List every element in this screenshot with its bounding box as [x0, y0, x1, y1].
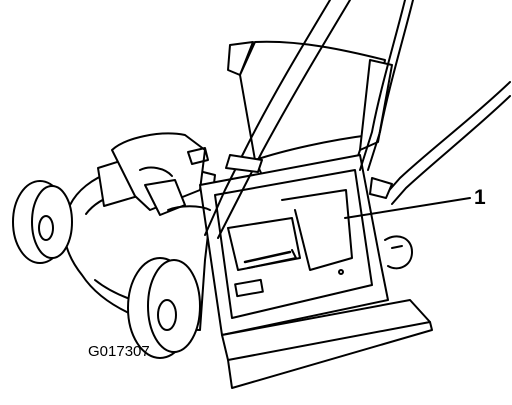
rear-flap	[221, 299, 433, 389]
front-wheel	[127, 257, 201, 359]
figure-id: G017307	[88, 343, 150, 360]
rear-wheel	[12, 180, 73, 264]
handle-left	[167, 0, 351, 239]
rear-housing	[199, 154, 389, 336]
engine	[97, 132, 209, 216]
callout-number: 1	[474, 186, 486, 209]
grass-bag-lid	[227, 40, 393, 176]
callout-leader	[344, 197, 471, 219]
side-plug	[384, 235, 413, 270]
handle-right	[359, 0, 511, 205]
